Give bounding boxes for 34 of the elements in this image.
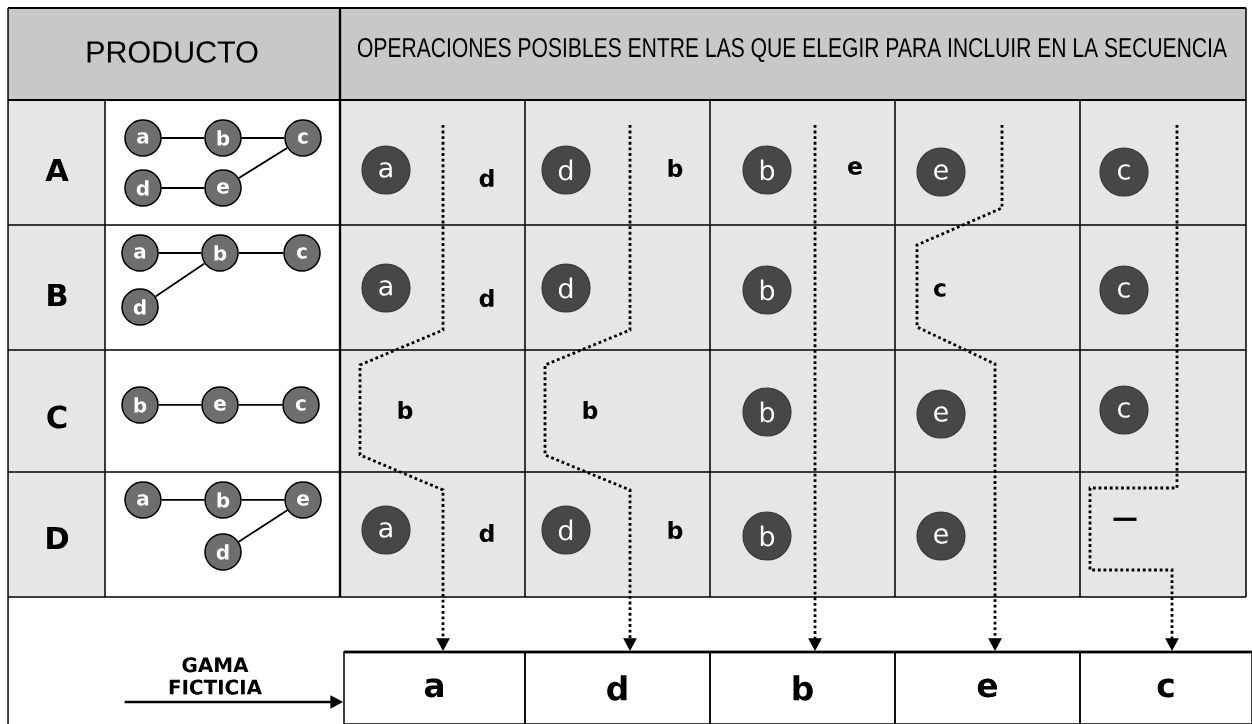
row-label: A [45,158,69,182]
row-label: C [47,405,67,429]
graph-edge [240,499,286,501]
operation-letter: d [479,288,494,308]
result-cell: d [524,651,711,724]
operation-letter: d [479,168,494,188]
operation-letter: b [668,158,683,178]
graph-edge [157,404,203,406]
dash: — [1113,517,1137,521]
graph-edge [237,404,284,406]
sequence-label: GAMA FICTICIA [169,657,262,695]
graph-edge [160,499,206,501]
graph-edge [240,137,286,139]
graph-edge [238,147,288,179]
operation-letter: c [934,283,946,297]
column-header: OPERACIONES POSIBLES ENTRE LAS QUE ELEGIR PARA INCLUIR EN LA SECUENCIA [357,37,1227,63]
operation-letter: b [398,400,413,420]
result-cell: a [343,651,526,724]
result-cell: e [894,651,1081,724]
graph-edge [154,262,206,298]
operation-letter: e [848,161,862,175]
operation-letter: d [479,523,494,543]
graph-edge [237,509,289,543]
result-cell: b [709,651,896,724]
row-label: B [48,283,67,307]
row-label: D [47,526,69,550]
operation-letter: b [583,400,598,420]
result-cell: c [1079,651,1252,724]
graph-edge [160,187,206,189]
operation-letter: b [668,520,683,540]
graph-edge [160,137,206,139]
graph-edge [157,252,203,254]
graph-edge [237,252,285,254]
column-header: PRODUCTO [87,41,258,63]
